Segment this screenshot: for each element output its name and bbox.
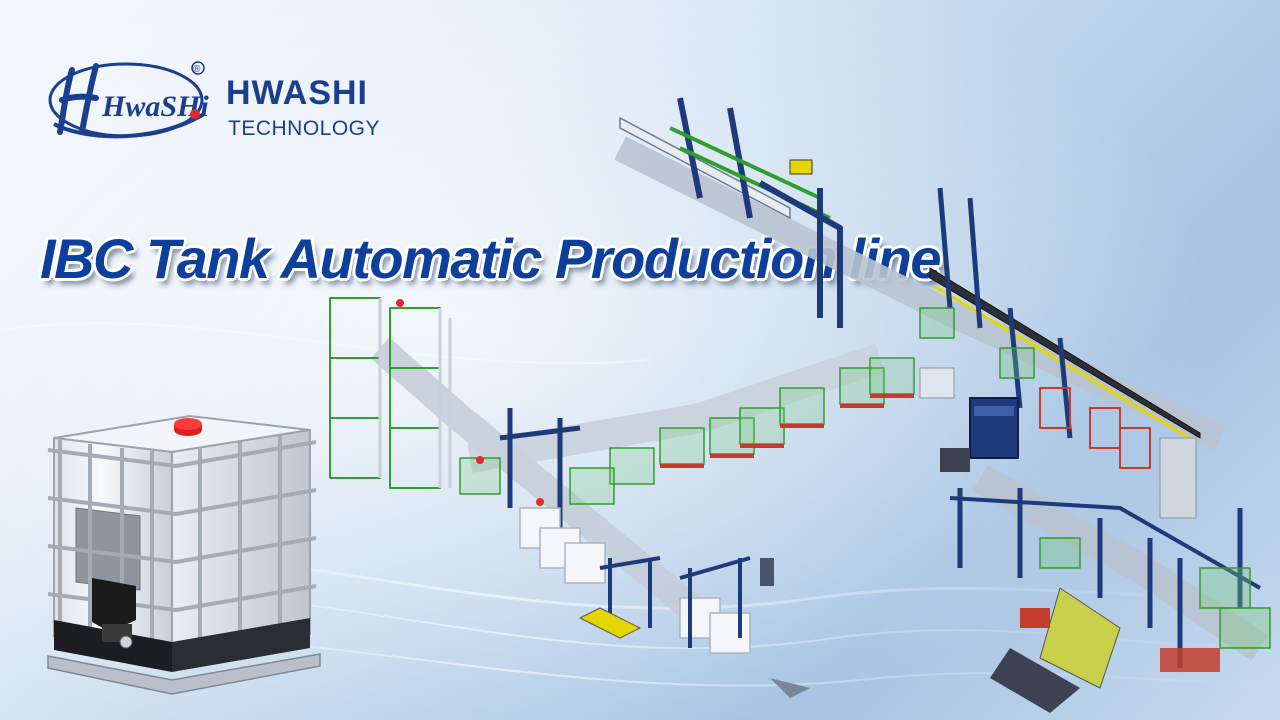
logo-script-text: HwaSHi bbox=[101, 90, 209, 123]
logo-emblem-icon: HwaSHi ® bbox=[48, 61, 209, 139]
brand-subtitle: TECHNOLOGY bbox=[228, 117, 381, 140]
brand-name: HWASHI bbox=[226, 74, 368, 112]
ibc-tank-image bbox=[47, 414, 321, 695]
production-line-illustration bbox=[329, 97, 1271, 713]
brand-logo: HwaSHi ® HWASHI TECHNOLOGY bbox=[44, 52, 404, 152]
registered-mark: ® bbox=[193, 64, 201, 75]
